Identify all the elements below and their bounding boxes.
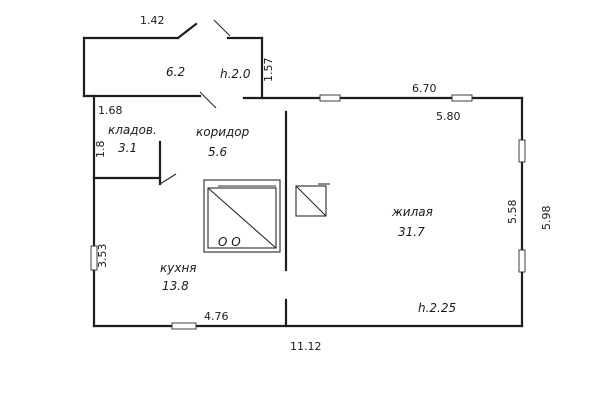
- closet-name-label: кладов.: [108, 123, 157, 137]
- door-swing-corridor: [213, 19, 231, 37]
- dim-right-outer: 5.98: [540, 206, 553, 231]
- walls: [82, 19, 524, 328]
- windows: [90, 94, 526, 330]
- window-right-2: [518, 249, 526, 273]
- stove-outline: [203, 179, 281, 253]
- dim-closet-width: 1.68: [98, 104, 123, 117]
- living-area-label: 31.7: [398, 225, 425, 239]
- dim-overall-width: 11.12: [290, 340, 322, 353]
- dim-closet-height: 1.8: [94, 141, 107, 159]
- dim-top-vert: 1.57: [262, 58, 275, 83]
- window-left: [90, 245, 98, 271]
- closet-area-label: 3.1: [118, 141, 137, 155]
- corridor-area-label: 5.6: [208, 145, 227, 159]
- window-right-1: [518, 139, 526, 163]
- door-swing-storage: [176, 22, 198, 40]
- door-swing-inner: [199, 91, 217, 109]
- storage-area-label: 6.2: [166, 65, 185, 79]
- chimney-diagonal: [295, 185, 327, 217]
- dim-living-width: 5.80: [436, 110, 461, 123]
- storage-height-label: h.2.0: [220, 67, 251, 81]
- stove-diagonal: [207, 187, 277, 249]
- dim-kitchen-height: 3.53: [96, 244, 109, 269]
- dim-top-right: 6.70: [412, 82, 437, 95]
- window-top-1: [319, 94, 341, 102]
- living-height-label: h.2.25: [418, 301, 456, 315]
- dim-kitchen-width: 4.76: [204, 310, 229, 323]
- corridor-name-label: коридор: [196, 125, 250, 139]
- chimney-block: [295, 185, 327, 217]
- living-name-label: жилая: [391, 205, 433, 219]
- stove-burners-label: O O: [218, 235, 241, 249]
- window-top-2: [451, 94, 473, 102]
- chimney-outline: [295, 185, 327, 217]
- kitchen-area-label: 13.8: [162, 279, 189, 293]
- dim-right-inner: 5.58: [506, 200, 519, 225]
- door-swing-closet: [159, 173, 177, 185]
- dim-top-left: 1.42: [140, 14, 165, 27]
- stove: [203, 179, 281, 253]
- window-kitchen: [171, 322, 197, 330]
- kitchen-name-label: кухня: [160, 261, 197, 275]
- stove-inner: [207, 187, 277, 249]
